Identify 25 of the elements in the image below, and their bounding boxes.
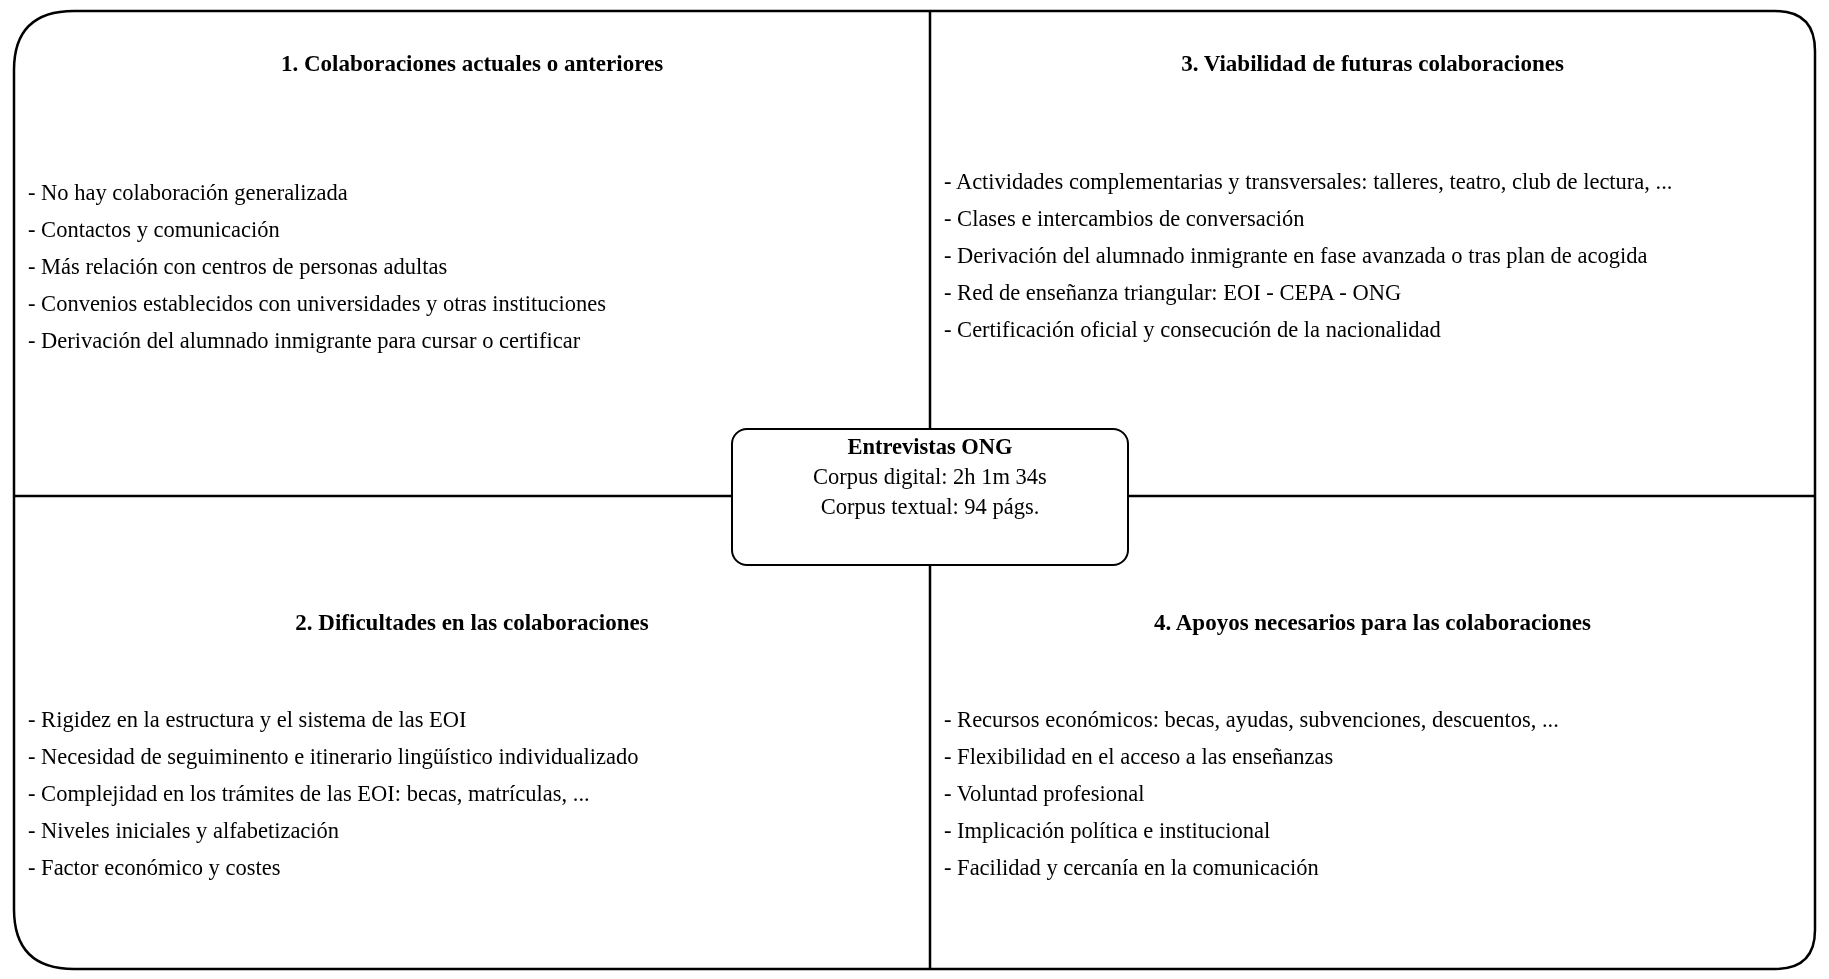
list-item: - Red de enseñanza triangular: EOI - CEPA - ONG (944, 280, 1403, 306)
section-heading: 1. Colaboraciones actuales o anteriores (279, 51, 665, 77)
list-item: - No hay colaboración generalizada (28, 180, 349, 206)
list-item: - Flexibilidad en el acceso a las enseñanzas (944, 744, 1335, 770)
section-heading: 2. Dificultades en las colaboraciones (294, 610, 650, 636)
section-heading: 3. Viabilidad de futuras colaboraciones (1180, 51, 1565, 77)
list-item: - Contactos y comunicación (28, 217, 281, 243)
list-item: - Actividades complementarias y transversales: talleres, teatro, club de lectura, ... (944, 169, 1674, 195)
section-heading: 4. Apoyos necesarios para las colaboraciones (1153, 610, 1592, 636)
list-item: - Niveles iniciales y alfabetización (28, 818, 341, 844)
list-item: - Derivación del alumnado inmigrante para cursar o certificar (28, 328, 582, 354)
list-item: - Factor económico y costes (28, 855, 282, 881)
center-box: Entrevistas ONG Corpus digital: 2h 1m 34s Corpus textual: 94 págs. (731, 428, 1129, 566)
list-item: - Implicación política e institucional (944, 818, 1272, 844)
list-item: - Más relación con centros de personas adultas (28, 254, 449, 280)
list-item: - Certificación oficial y consecución de la nacionalidad (944, 317, 1442, 343)
list-item: - Clases e intercambios de conversación (944, 206, 1306, 232)
list-item: - Necesidad de seguiminento e itinerario lingüístico individualizado (28, 744, 640, 770)
list-item: - Rigidez en la estructura y el sistema de las EOI (28, 707, 468, 733)
list-item: - Recursos económicos: becas, ayudas, subvenciones, descuentos, ... (944, 707, 1560, 733)
list-item: - Derivación del alumnado inmigrante en fase avanzada o tras plan de acogida (944, 243, 1649, 269)
list-item: - Complejidad en los trámites de las EOI: becas, matrículas, ... (28, 781, 591, 807)
list-item: - Voluntad profesional (944, 781, 1146, 807)
list-item: - Facilidad y cercanía en la comunicación (944, 855, 1320, 881)
list-item: - Convenios establecidos con universidades y otras instituciones (28, 291, 607, 317)
